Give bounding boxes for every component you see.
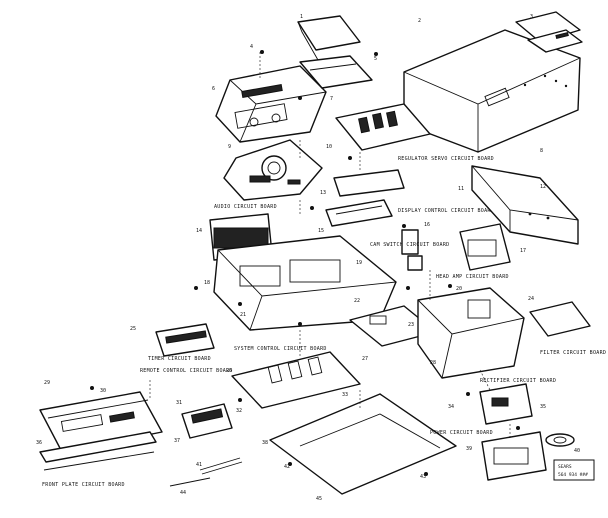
callout-38: 38 xyxy=(262,440,268,446)
right-chassis xyxy=(417,287,525,379)
system-control-board xyxy=(231,351,361,409)
label-system-board: SYSTEM CONTROL CIRCUIT BOARD xyxy=(234,346,327,352)
label-timer-board: TIMER CIRCUIT BOARD xyxy=(148,356,211,362)
label-audio-board: AUDIO CIRCUIT BOARD xyxy=(214,204,277,210)
label-cam-switch: CAM SWITCH CIRCUIT BOARD xyxy=(370,242,449,248)
label-head-amp: HEAD AMP CIRCUIT BOARD xyxy=(436,274,509,280)
callout-43: 43 xyxy=(420,474,426,480)
callout-23: 23 xyxy=(408,322,414,328)
callout-29: 29 xyxy=(44,380,50,386)
callout-8: 8 xyxy=(540,148,543,154)
callout-31: 31 xyxy=(176,400,182,406)
lead-lines xyxy=(149,52,511,440)
regulator-servo-board xyxy=(335,103,431,151)
part-callouts: 1 2 3 4 5 6 7 8 9 10 11 12 13 14 15 16 1… xyxy=(36,14,580,502)
drum-assembly xyxy=(223,139,323,201)
top-right-small-board xyxy=(515,11,583,53)
callout-6: 6 xyxy=(212,86,215,92)
rear-panel xyxy=(471,165,579,245)
label-regulator-board: REGULATOR SERVO CIRCUIT BOARD xyxy=(398,156,494,162)
cord-clamp xyxy=(545,433,575,447)
label-rectifier: RECTIFIER CIRCUIT BOARD xyxy=(480,378,556,384)
callout-10: 10 xyxy=(326,144,332,150)
timer-board xyxy=(155,323,215,357)
callout-2: 2 xyxy=(418,18,421,24)
callout-22: 22 xyxy=(354,298,360,304)
filter-board xyxy=(529,301,591,337)
callout-30: 30 xyxy=(100,388,106,394)
callout-1: 1 xyxy=(300,14,303,20)
callout-35: 35 xyxy=(540,404,546,410)
callout-33: 33 xyxy=(342,392,348,398)
display-control-board xyxy=(325,169,405,227)
label-power-board: POWER CIRCUIT BOARD xyxy=(430,430,493,436)
main-board xyxy=(269,393,457,495)
catalog-stamp: SEARS 564 934 ### xyxy=(553,459,595,481)
callout-24: 24 xyxy=(528,296,534,302)
callout-15: 15 xyxy=(318,228,324,234)
callout-26: 26 xyxy=(226,368,232,374)
callout-16: 16 xyxy=(424,222,430,228)
callout-4: 4 xyxy=(250,44,253,50)
mech-bracket xyxy=(299,55,373,89)
label-filter-board: FILTER CIRCUIT BOARD xyxy=(540,350,606,356)
slide-rail xyxy=(169,457,243,487)
label-display-board: DISPLAY CONTROL CIRCUIT BOARD xyxy=(398,208,494,214)
callout-32: 32 xyxy=(236,408,242,414)
callout-45: 45 xyxy=(316,496,322,502)
button-board xyxy=(181,403,233,439)
top-bracket xyxy=(297,15,361,61)
cassette-mechanism xyxy=(215,65,327,143)
callout-25: 25 xyxy=(130,326,136,332)
callout-42: 42 xyxy=(284,464,290,470)
callout-41: 41 xyxy=(196,462,202,468)
label-front-plate: FRONT PLATE CIRCUIT BOARD xyxy=(42,482,125,488)
callout-34: 34 xyxy=(448,404,454,410)
label-remote-board: REMOTE CONTROL CIRCUIT BOARD xyxy=(140,368,233,374)
callout-36: 36 xyxy=(36,440,42,446)
head-amp-assembly xyxy=(459,223,511,271)
callout-27: 27 xyxy=(362,356,368,362)
callout-5: 5 xyxy=(374,56,377,62)
stamp-line-1: SEARS xyxy=(558,464,572,470)
callout-40: 40 xyxy=(574,448,580,454)
callout-9: 9 xyxy=(228,144,231,150)
callout-21: 21 xyxy=(240,312,246,318)
callout-13: 13 xyxy=(320,190,326,196)
callout-14: 14 xyxy=(196,228,202,234)
callout-12: 12 xyxy=(540,184,546,190)
callout-18: 18 xyxy=(204,280,210,286)
callout-28: 28 xyxy=(430,360,436,366)
callout-19: 19 xyxy=(356,260,362,266)
callout-3: 3 xyxy=(530,14,533,20)
rectifier-board xyxy=(479,383,533,425)
callout-7: 7 xyxy=(330,96,333,102)
callout-17: 17 xyxy=(520,248,526,254)
power-board xyxy=(481,431,547,481)
cam-switch-board xyxy=(401,229,423,271)
callout-11: 11 xyxy=(458,186,464,192)
front-panel xyxy=(39,391,163,471)
stamp-line-2: 564 934 ### xyxy=(558,472,588,478)
callout-39: 39 xyxy=(466,446,472,452)
callout-37: 37 xyxy=(174,438,180,444)
callout-20: 20 xyxy=(456,286,462,292)
callout-44: 44 xyxy=(180,490,186,496)
